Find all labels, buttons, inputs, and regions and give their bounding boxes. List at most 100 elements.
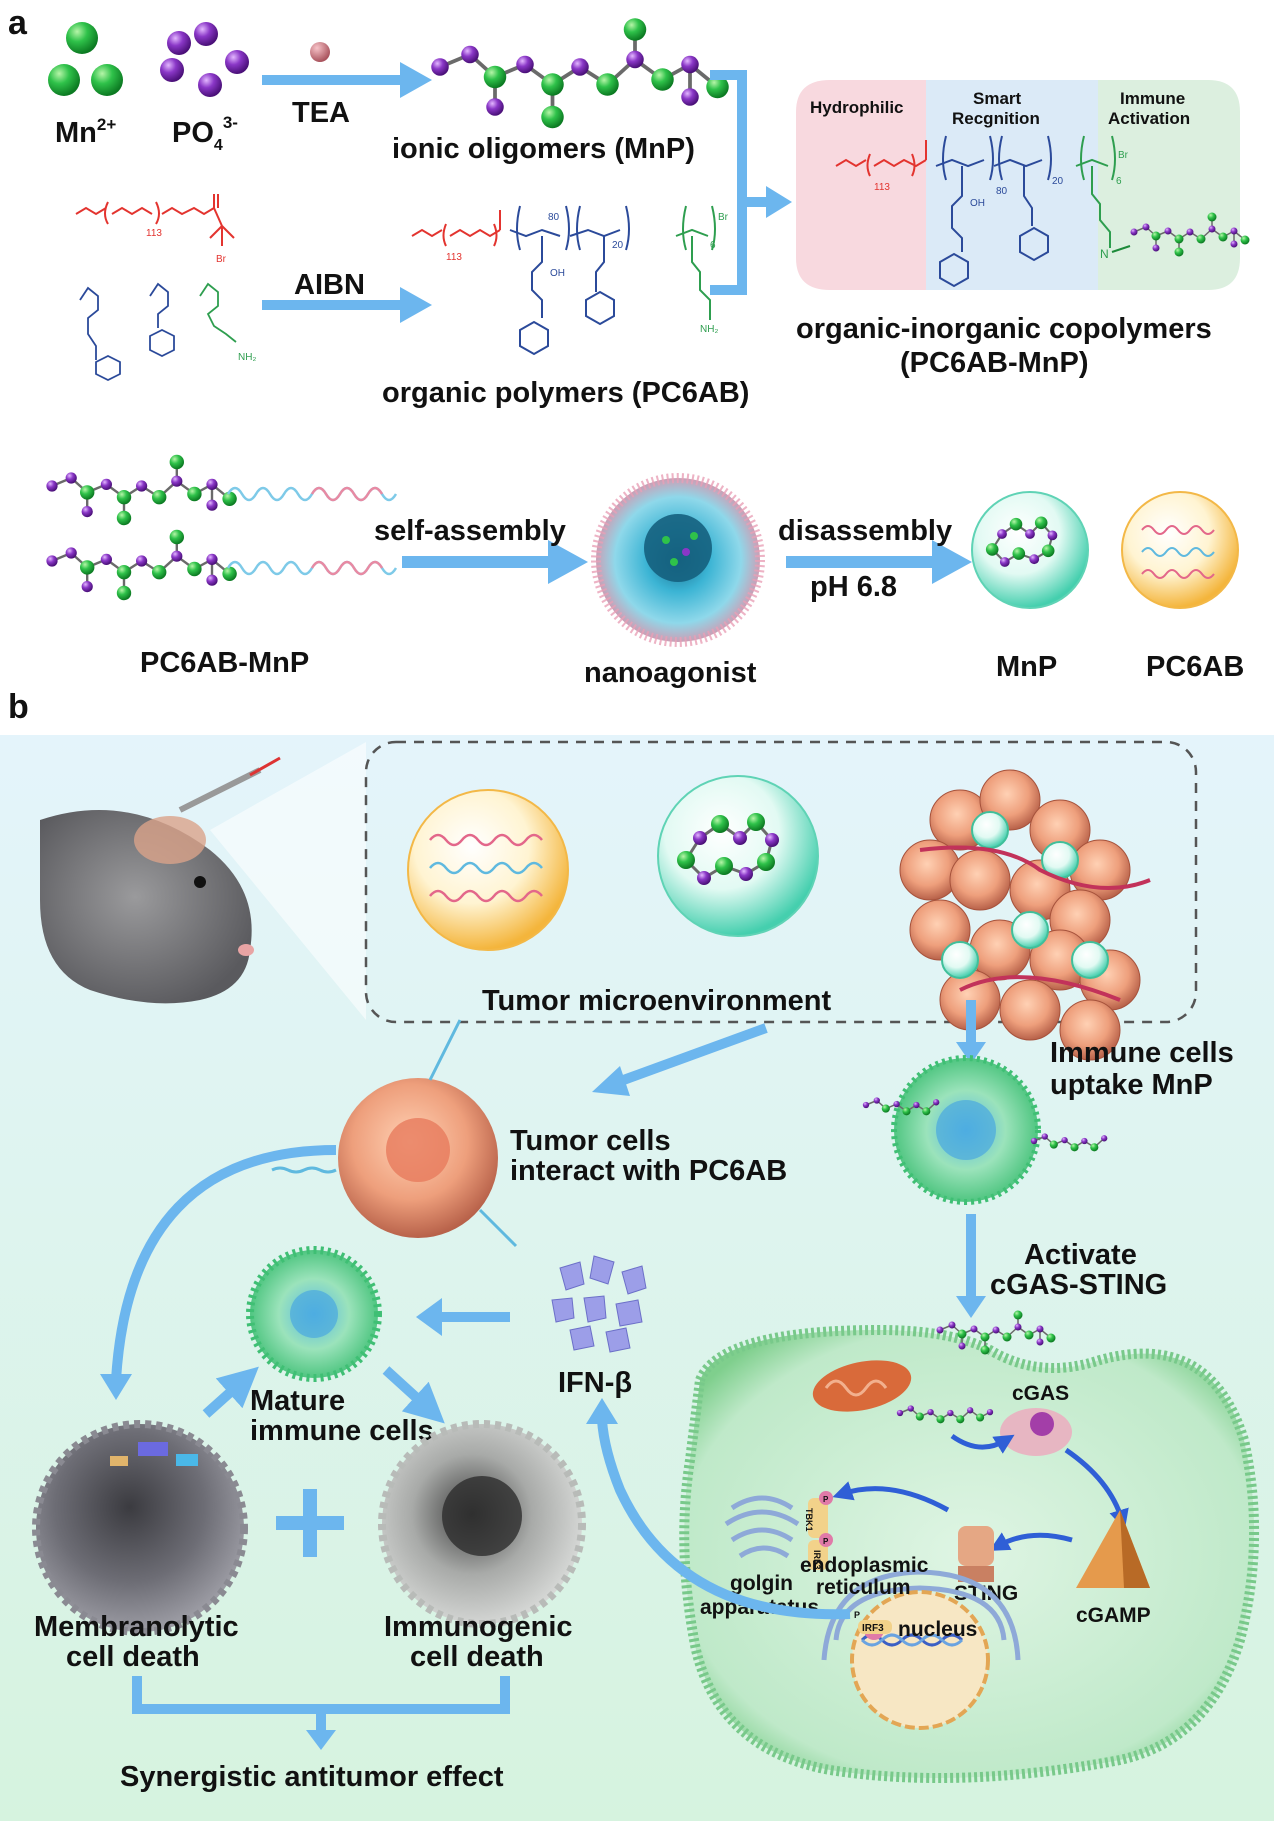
aibn-label: AIBN xyxy=(294,269,365,301)
copolymer-block-20: 20 xyxy=(1052,176,1064,187)
aibn-arrow xyxy=(262,287,432,323)
zoom-wedge xyxy=(210,742,366,1020)
region-smart-1: Smart xyxy=(973,89,1022,108)
polymer-oh: OH xyxy=(550,268,565,279)
arrow-membranolytic-to-mature xyxy=(202,1366,259,1418)
immunogenic-dead-cell xyxy=(378,1420,586,1628)
nucleus xyxy=(850,1590,990,1730)
tme-mnp-sphere xyxy=(657,775,819,937)
polymer-helix-2-tail xyxy=(310,560,384,576)
cgas-enzyme xyxy=(1000,1408,1072,1456)
arrow-tme-to-tumor-cell xyxy=(592,1023,768,1096)
tea-arrow xyxy=(262,62,432,98)
initiator-br: Br xyxy=(216,254,227,265)
cgamp-pyramid xyxy=(1076,1510,1150,1588)
arrow-mnp-to-cgas xyxy=(950,1433,1015,1454)
copolymer-mnp-chain xyxy=(1130,212,1250,257)
nanoagonist-particle xyxy=(591,473,765,647)
tumor-interact-line1: Tumor cells xyxy=(510,1125,671,1157)
piperidine-monomer-structure xyxy=(79,286,121,382)
immunogenic-line1: Immunogenic xyxy=(384,1611,573,1643)
copolymers-line1: organic-inorganic copolymers xyxy=(796,313,1212,345)
tea-label: TEA xyxy=(292,97,350,129)
pc6ab-sphere xyxy=(1121,491,1239,609)
panel-label-a: a xyxy=(8,4,28,42)
immune-uptake-line2: uptake MnP xyxy=(1050,1069,1213,1101)
arrow-cgamp-to-sting xyxy=(989,1532,1073,1551)
tumor-mass xyxy=(899,769,1151,1061)
membranolytic-line2: cell death xyxy=(66,1641,200,1673)
arrow-tme-to-immune-cell xyxy=(956,1000,986,1064)
sting-protein xyxy=(958,1526,994,1582)
copolymer-br: Br xyxy=(1118,150,1129,161)
polymer-br: Br xyxy=(718,212,729,223)
tbk1-irf3-complex xyxy=(808,1491,833,1570)
copolymer-oh: OH xyxy=(970,198,985,209)
copolymer-block-80: 80 xyxy=(996,186,1008,197)
immunogenic-line2: cell death xyxy=(410,1641,544,1673)
self-assembly-arrow xyxy=(402,540,588,584)
cell-mnp-cluster-top xyxy=(936,1310,1056,1355)
arrow-nucleus-to-ifn-head xyxy=(586,1398,618,1424)
nucleus-label: nucleus xyxy=(898,1618,977,1641)
panel-label-b: b xyxy=(8,688,29,726)
arrow-nucleus-to-ifn xyxy=(597,1419,851,1620)
tumor-cell xyxy=(271,1019,518,1248)
p-label-golgi-1: P xyxy=(823,1495,829,1504)
copolymer-block-6: 6 xyxy=(1116,176,1122,187)
mouse-illustration xyxy=(40,756,281,1004)
ionic-oligomer-molecule xyxy=(431,18,729,129)
polymer-block-6: 6 xyxy=(710,240,716,251)
cgas-label: cGAS xyxy=(1012,1382,1069,1405)
tumor-microenvironment-box xyxy=(364,740,1198,1024)
membranolytic-line1: Membranolytic xyxy=(34,1611,239,1643)
arrow-sting-to-tbk1 xyxy=(832,1481,950,1513)
tbk1-label: TBK1 xyxy=(804,1508,814,1532)
tme-pc6ab-sphere xyxy=(407,789,569,951)
disassembly-label: disassembly xyxy=(778,515,952,547)
membranolytic-dead-cell xyxy=(32,1420,248,1636)
copolymer-structure xyxy=(835,135,1131,288)
irf3-label-golgi: IRF3 xyxy=(812,1550,822,1570)
mnp-sphere xyxy=(971,491,1089,609)
irf3-label-nucleus: IRF3 xyxy=(862,1623,884,1634)
activate-line2: cGAS-STING xyxy=(990,1269,1167,1301)
pc6ab-mnp-chain-1 xyxy=(46,454,237,526)
self-assembly-label: self-assembly xyxy=(374,515,566,547)
merge-bracket xyxy=(710,70,792,295)
golgi-apparatus xyxy=(724,1495,800,1559)
nanoagonist-label: nanoagonist xyxy=(584,657,757,689)
synergy-bracket xyxy=(132,1676,510,1750)
mnp-label: MnP xyxy=(996,651,1057,683)
organic-polymers-label: organic polymers (PC6AB) xyxy=(382,377,749,409)
arrow-tumor-to-membranolytic-head xyxy=(100,1374,132,1400)
cell-mnp-cluster-mid xyxy=(896,1405,994,1424)
benzyl-monomer-structure xyxy=(149,282,175,358)
peg-initiator-structure xyxy=(75,194,235,246)
arrow-ifn-to-mature xyxy=(416,1298,510,1336)
region-hydrophilic: Hydrophilic xyxy=(810,98,904,117)
arrow-tumor-to-membranolytic xyxy=(111,1145,337,1381)
arrow-mature-to-immunogenic xyxy=(382,1366,445,1424)
copolymer-box xyxy=(796,80,1240,290)
arrow-immune-to-sting xyxy=(956,1214,986,1318)
p-label-golgi-2: P xyxy=(823,1537,829,1546)
phosphate-ion-cluster xyxy=(160,22,249,97)
golgi-line1: golgin xyxy=(730,1572,793,1595)
ifn-label: IFN-β xyxy=(558,1367,632,1399)
pc6ab-mnp-chain-2 xyxy=(46,529,237,601)
mature-line1: Mature xyxy=(250,1385,345,1417)
polymer-peg-count: 113 xyxy=(446,252,462,263)
polymer-helix-1-tail xyxy=(310,486,384,502)
immune-uptake-line1: Immune cells xyxy=(1050,1037,1234,1069)
copolymer-peg-count: 113 xyxy=(874,182,890,193)
immune-cell-uptake xyxy=(862,1055,1108,1205)
ifn-beta-cluster xyxy=(551,1255,647,1353)
plus-sign xyxy=(276,1489,344,1557)
mature-immune-cell xyxy=(246,1246,382,1382)
polymer-block-20: 20 xyxy=(612,240,624,251)
tumor-microenvironment-label: Tumor microenvironment xyxy=(482,985,831,1017)
mn-label: Mn2+ xyxy=(55,115,116,149)
